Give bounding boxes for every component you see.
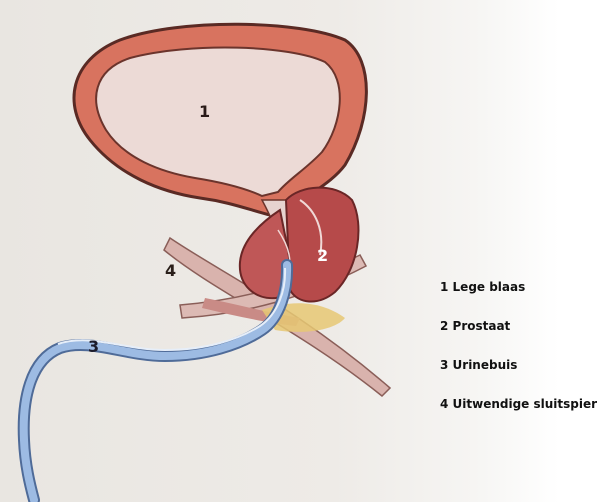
legend-item-prostate: 2 Prostaat [440, 319, 510, 333]
marker-urethra: 3 [88, 339, 99, 355]
legend-item-sphincter: 4 Uitwendige sluitspier [440, 397, 597, 411]
legend-item-urethra: 3 Urinebuis [440, 358, 517, 372]
marker-prostate: 2 [317, 248, 328, 264]
legend-item-bladder: 1 Lege blaas [440, 280, 525, 294]
marker-bladder: 1 [199, 104, 210, 120]
marker-sphincter: 4 [165, 263, 176, 279]
